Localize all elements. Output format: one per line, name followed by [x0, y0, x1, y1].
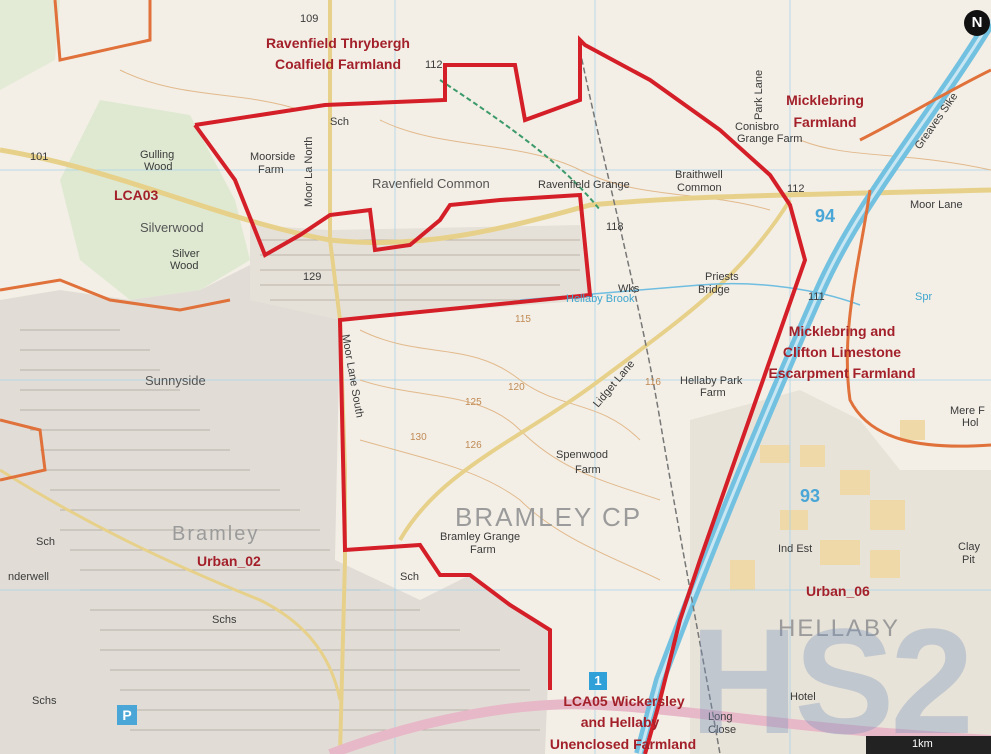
road-urban: [0, 468, 342, 701]
label-ravenfield-grange: Ravenfield Grange: [538, 179, 630, 191]
label-sch-left: Sch: [36, 536, 55, 548]
spot-height: 129: [303, 271, 321, 283]
industrial-blocks: [730, 420, 925, 590]
contour-label: 120: [508, 382, 525, 393]
grid-number: 93: [800, 486, 820, 506]
lca-boundaries: [0, 0, 991, 482]
green-path: [439, 79, 601, 211]
label-park-lane: Park Lane: [753, 70, 765, 120]
north-arrow-icon: N: [964, 10, 990, 36]
road-lidget-lane: [398, 198, 792, 541]
label-hotel: Hotel: [790, 691, 816, 703]
spot-height: 109: [300, 13, 318, 25]
spot-height: 101: [30, 151, 48, 163]
label-spr: Spr: [915, 291, 932, 303]
railway: [579, 49, 721, 754]
label-bramley: Bramley: [172, 523, 259, 545]
label-ravenfield-common: Ravenfield Common: [372, 176, 490, 191]
label-hellaby-brook: Hellaby Brook: [566, 293, 635, 305]
label-hellaby: HELLABY: [778, 615, 900, 642]
label-ind-est: Ind Est: [778, 543, 812, 555]
label-sunnyside: Sunnyside: [145, 373, 206, 388]
area-label-lca03: LCA03: [114, 187, 159, 203]
label-sch: Sch: [330, 116, 349, 128]
contour-label: 126: [465, 440, 482, 451]
spot-height: 112: [787, 183, 805, 195]
label-lidget-lane: Lidget Lane: [591, 358, 637, 410]
woodland-area: [0, 0, 60, 90]
label-nderwell: nderwell: [8, 571, 49, 583]
label-bramley-cp: BRAMLEY CP: [455, 502, 642, 532]
contour-label: 115: [515, 314, 531, 325]
contour-label: 116: [645, 377, 661, 388]
spot-height: 111: [808, 291, 825, 303]
contour-label: 125: [465, 397, 482, 408]
label-moor-lane: Moor Lane: [910, 199, 963, 211]
woodland-area: [60, 100, 250, 300]
urban-area: [690, 390, 991, 754]
contour-label: 130: [410, 432, 427, 443]
label-silverwood: Silverwood: [140, 220, 204, 235]
label-moor-la-north: Moor La North: [303, 137, 315, 207]
route-marker: 1: [589, 672, 607, 690]
scale-label: 1km: [912, 738, 933, 750]
study-boundary-north: [193, 123, 593, 690]
area-label-urban06: Urban_06: [806, 583, 870, 599]
spot-height: 118: [606, 221, 624, 233]
road-bottom: [328, 699, 991, 754]
label-wks: Wks: [618, 283, 640, 295]
label-schs-low: Schs: [32, 695, 57, 707]
label-schs: Schs: [212, 614, 237, 626]
housing-pattern: [20, 239, 580, 731]
grid-number: 94: [815, 206, 835, 226]
road-a: [0, 147, 991, 246]
label-sch-mid: Sch: [400, 571, 419, 583]
parking-icon: P: [117, 705, 137, 725]
study-boundary-ravenfield: [194, 35, 808, 754]
spot-height: 112: [425, 59, 443, 71]
motorway-center: [638, 19, 991, 754]
urban-area: [250, 225, 590, 320]
scale-bar: 1km: [866, 736, 991, 754]
contours: [119, 69, 991, 581]
area-label-urban02: Urban_02: [197, 553, 261, 569]
